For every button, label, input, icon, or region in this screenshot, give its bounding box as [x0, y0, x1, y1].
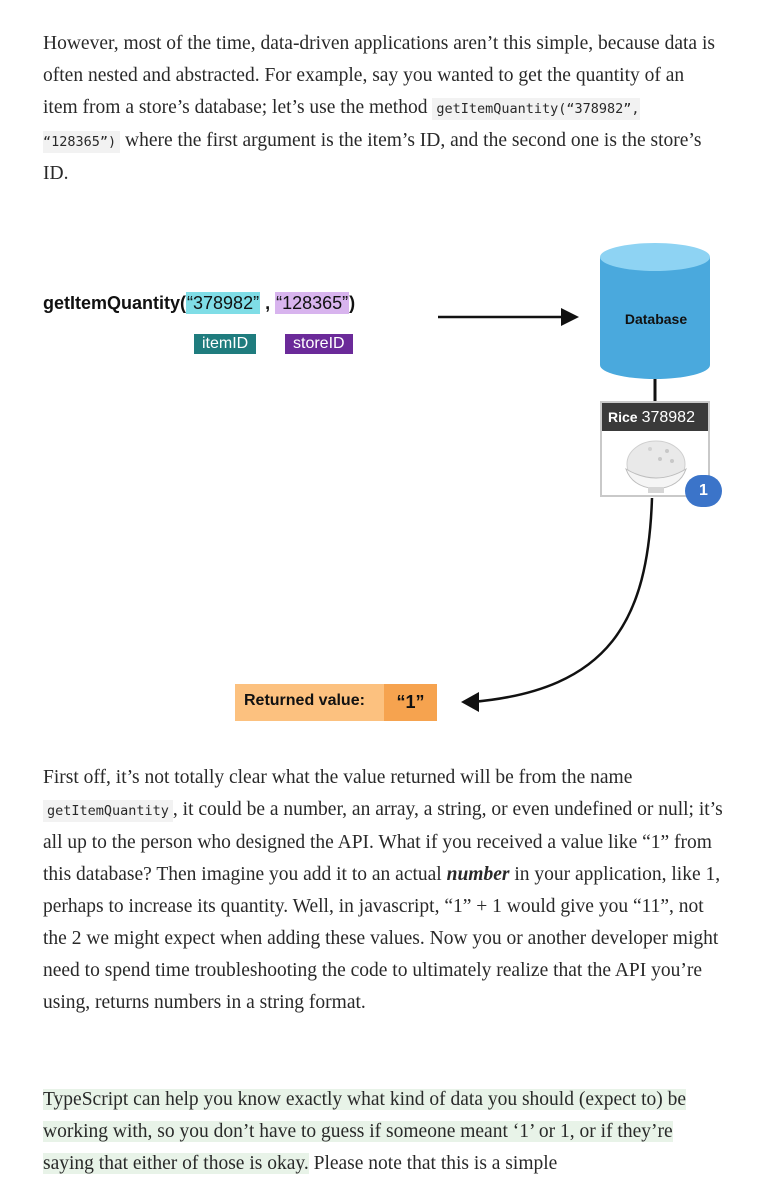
item-id-tag: itemID — [194, 334, 257, 354]
item-id-arg: “378982” — [186, 292, 261, 314]
store-id-arg: “128365” — [275, 292, 350, 314]
rice-id: 378982 — [641, 409, 695, 426]
highlight-paragraph: TypeScript can help you know exactly wha… — [43, 1084, 723, 1180]
quantity-badge: 1 — [685, 475, 722, 507]
intro-paragraph: However, most of the time, data-driven a… — [43, 28, 723, 190]
returned-label: Returned value: — [244, 692, 365, 709]
body-text: First off, it’s not totally clear what t… — [43, 767, 633, 788]
function-call: getItemQuantity(“378982” , “128365”) — [43, 292, 356, 314]
returned-value-box: Returned value: “1” — [235, 684, 437, 721]
database-label: Database — [624, 311, 688, 327]
call-arrow-head — [561, 308, 579, 326]
trailing-text: Please note that this is a simple — [308, 1153, 558, 1174]
body-text-2: , it could be a number, an array, a stri… — [43, 799, 723, 885]
database-icon — [600, 243, 710, 379]
fn-close: ) — [349, 293, 356, 313]
fn-name: getItemQuantity( — [43, 293, 187, 313]
intro-text: However, most of the time, data-driven a… — [43, 33, 715, 118]
returned-value: “1” — [384, 684, 437, 721]
inline-code-getitemquantity: getItemQuantity — [43, 800, 173, 822]
rice-name: Rice — [608, 409, 638, 425]
store-id-tag: storeID — [285, 334, 353, 354]
intro-text-end: where the first argument is the item’s I… — [43, 130, 702, 184]
arg-comma: , — [260, 293, 276, 313]
rice-bowl-icon — [625, 440, 687, 493]
return-arrow-head — [461, 692, 479, 712]
diagram-graphics — [438, 243, 710, 712]
return-arrow — [471, 497, 654, 704]
emphasis-number: number — [446, 864, 510, 885]
diagram-figure: getItemQuantity(“378982” , “128365”) ite… — [0, 210, 759, 750]
body-paragraph: First off, it’s not totally clear what t… — [43, 762, 723, 1019]
body-text-3: in your application, like 1, perhaps to … — [43, 864, 721, 1013]
